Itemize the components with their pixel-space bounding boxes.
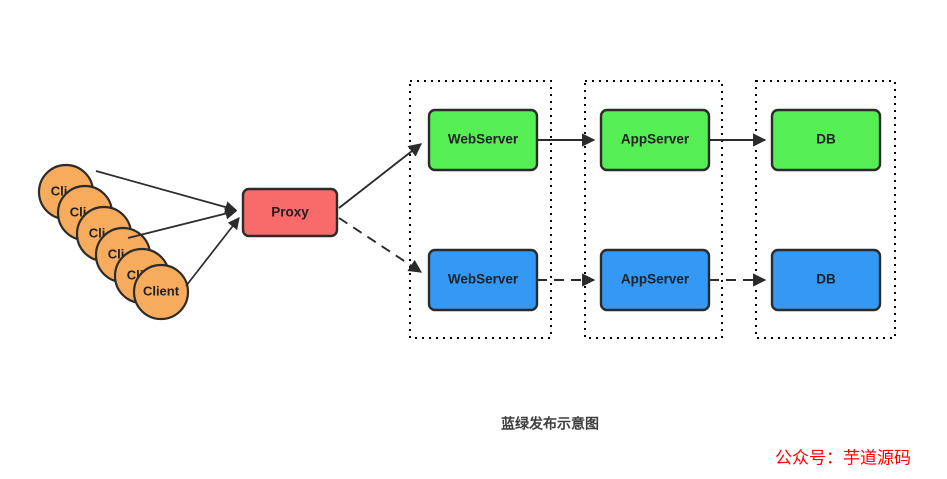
blue-db-box[interactable] xyxy=(770,248,882,312)
watermark-label: 公众号：芋道源码 xyxy=(775,448,911,467)
green-db-node[interactable]: DB xyxy=(770,108,882,172)
green-webserver-node[interactable]: WebServer xyxy=(427,108,539,172)
diagram-caption: 蓝绿发布示意图 xyxy=(501,416,599,432)
proxy-to-tier-arrows xyxy=(338,143,423,273)
green-appserver-box[interactable] xyxy=(599,108,711,172)
proxy-box[interactable] xyxy=(241,187,339,238)
db-tier-group xyxy=(755,80,896,339)
blue-webserver-box[interactable] xyxy=(427,248,539,312)
green-db-box[interactable] xyxy=(770,108,882,172)
client-to-proxy-arrows xyxy=(95,170,240,287)
blue-db-node[interactable]: DB xyxy=(770,248,882,312)
green-webserver-box[interactable] xyxy=(427,108,539,172)
client-circle[interactable] xyxy=(132,263,190,321)
app-tier-group xyxy=(584,80,723,339)
tier-group-containers xyxy=(409,80,896,339)
client-to-proxy-arrow-bottom xyxy=(185,217,240,287)
web-tier-group xyxy=(409,80,552,339)
blue-webserver-node[interactable]: WebServer xyxy=(427,248,539,312)
client-to-proxy-arrow-middle xyxy=(127,207,238,239)
green-appserver-node[interactable]: AppServer xyxy=(599,108,711,172)
blue-appserver-node[interactable]: AppServer xyxy=(599,248,711,312)
client-node-6[interactable]: Client xyxy=(132,263,190,321)
blue-appserver-box[interactable] xyxy=(599,248,711,312)
client-to-proxy-arrow-top xyxy=(95,170,238,213)
proxy-node[interactable]: Proxy xyxy=(241,187,339,238)
proxy-to-green-webserver-arrow xyxy=(338,143,423,209)
